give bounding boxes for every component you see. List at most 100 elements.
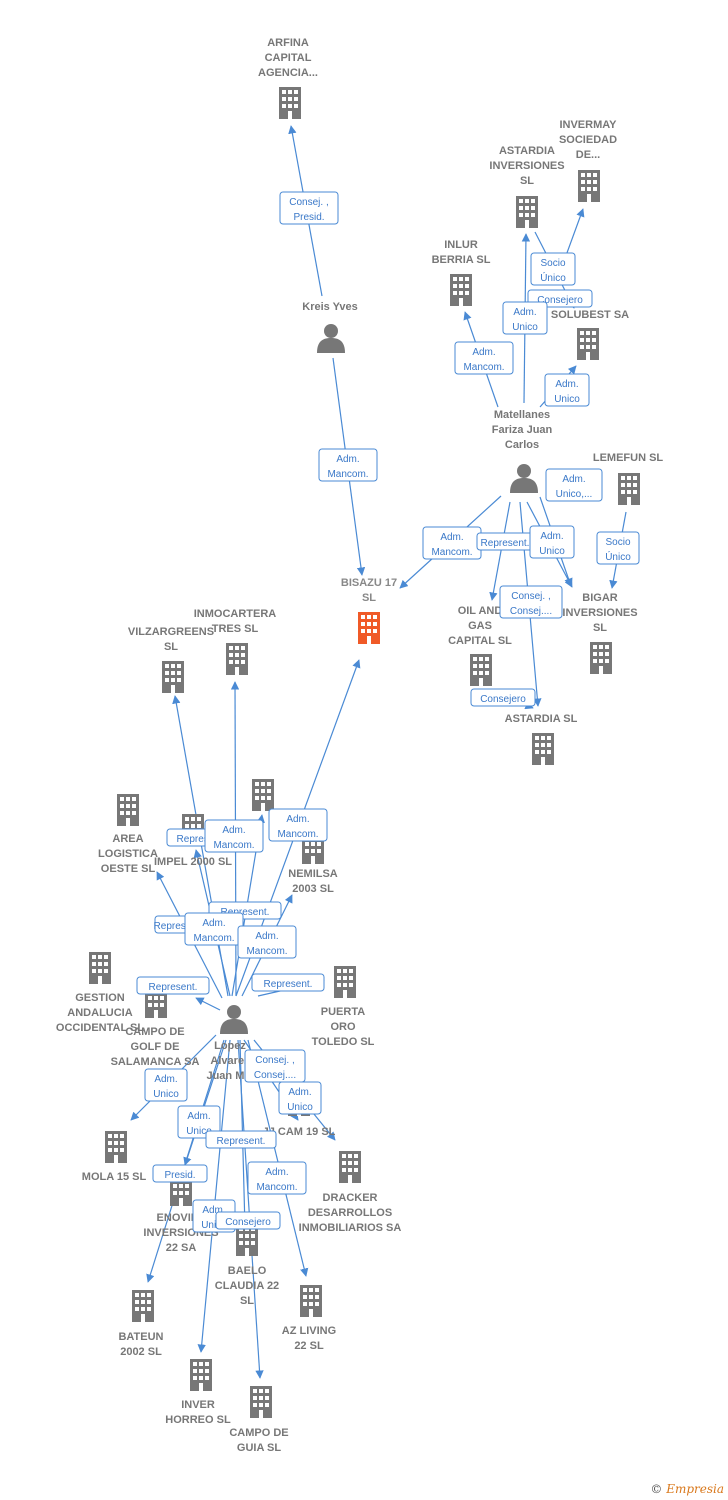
relation-label-lopez-bateun[interactable]: Presid. <box>152 1164 208 1183</box>
relation-label-matellanes-astardia_inv[interactable]: Adm.Unico <box>502 301 548 335</box>
relation-label-text: Unico <box>512 322 538 333</box>
node-label: INMOCARTERA <box>194 608 277 620</box>
relation-label-text: Mancom. <box>431 547 472 558</box>
relation-arrow-matellanes-oilgas <box>489 501 511 601</box>
node-label: GAS <box>468 620 492 632</box>
relation-label-text: Mancom. <box>463 362 504 373</box>
relation-label-lopez-enovint[interactable]: Adm.Unico <box>177 1105 221 1139</box>
relation-label-lopez-jjcam[interactable]: Adm.Unico <box>278 1081 322 1115</box>
node-mola[interactable]: MOLA 15 SL <box>82 1131 147 1183</box>
relation-label-lopez-baelo[interactable]: Represent. <box>205 1130 277 1149</box>
node-label: Lopez <box>214 1040 246 1052</box>
building-icon <box>162 661 184 693</box>
node-hidden1[interactable] <box>252 779 274 811</box>
node-label: ORO <box>330 1021 356 1033</box>
relation-label-kreis-bisazu[interactable]: Adm.Mancom. <box>318 448 378 482</box>
relation-label-lopez-hidden1[interactable]: Adm.Mancom. <box>184 912 244 946</box>
relation-label-matellanes-bisazu[interactable]: Adm.Mancom. <box>422 526 482 560</box>
node-label: IMPEL 2000 SL <box>154 856 232 868</box>
node-lemefun[interactable]: LEMEFUN SL <box>593 452 664 505</box>
relation-label-lopez-mola[interactable]: Adm.Unico <box>144 1068 188 1102</box>
node-kreis[interactable]: Kreis Yves <box>302 301 358 353</box>
relation-label-matellanes-bigar[interactable]: Adm.Unico,... <box>545 468 603 502</box>
node-label: Matellanes <box>494 409 550 421</box>
node-arfina[interactable]: ARFINACAPITALAGENCIA... <box>258 37 318 119</box>
node-label: Alvarez <box>210 1055 250 1067</box>
node-astardia_sl[interactable]: ASTARDIA SL <box>505 713 578 765</box>
node-label: AZ LIVING <box>282 1325 336 1337</box>
relation-label-lopez-azliving[interactable]: Adm.Mancom. <box>247 1161 307 1195</box>
node-label: CLAUDIA 22 <box>215 1280 279 1292</box>
node-label: SOCIEDAD <box>559 134 617 146</box>
relation-label-text: Mancom. <box>193 933 234 944</box>
relation-label-lopez-campoguia[interactable]: Consejero <box>215 1211 281 1230</box>
relation-label-matellanes-bigar[interactable]: Adm.Unico <box>529 525 575 559</box>
node-label: BERRIA SL <box>432 254 491 266</box>
node-impel[interactable]: IMPEL 2000 SL <box>154 814 232 868</box>
relation-label-lopez-puerta[interactable]: Represent. <box>251 973 325 992</box>
node-jjcam[interactable]: JJ CAM 19 SL <box>263 1084 336 1138</box>
node-label: 22 SA <box>166 1242 197 1254</box>
node-label: TOLEDO SL <box>312 1036 375 1048</box>
relation-label-matellanes-inlur[interactable]: Adm.Mancom. <box>454 341 514 375</box>
node-label: Carlos <box>505 439 539 451</box>
node-label: OESTE SL <box>101 863 156 875</box>
relation-label-matellanes-astardia_sl[interactable]: Consej. ,Consej.... <box>499 585 563 619</box>
relation-label-text: Adm. <box>222 825 245 836</box>
node-label: ANDALUCIA <box>67 1007 132 1019</box>
relation-label-text: Adm. <box>202 1205 225 1216</box>
relation-label-lopez-vilzar[interactable]: Adm.Mancom. <box>204 819 264 853</box>
relation-label-lopez-nemilsa[interactable]: Adm.Mancom. <box>237 925 297 959</box>
relation-label-matellanes-oilgas[interactable]: Represent. <box>476 532 534 551</box>
relation-label-text: Represent. <box>149 982 198 993</box>
relation-label-lopez-campogolf[interactable]: Represent. <box>136 976 210 995</box>
building-icon <box>250 1386 272 1418</box>
relation-label-text: Consej.... <box>510 606 552 617</box>
building-icon <box>516 196 538 228</box>
node-invermay[interactable]: INVERMAYSOCIEDADDE... <box>559 119 617 202</box>
node-label: DESARROLLOS <box>308 1207 392 1219</box>
building-icon <box>279 87 301 119</box>
relation-label-text: Consej. , <box>289 197 328 208</box>
relation-label-kreis-arfina[interactable]: Consej. ,Presid. <box>279 191 339 225</box>
relation-label-text: Socio <box>605 537 630 548</box>
relation-label-text: Consej.... <box>254 1070 296 1081</box>
building-icon <box>252 779 274 811</box>
relation-label-text: Represent. <box>177 834 226 845</box>
building-icon <box>590 642 612 674</box>
relation-label-text: Represent. <box>264 979 313 990</box>
relation-label-oilgas-astardia_sl[interactable]: Consejero <box>470 688 536 707</box>
building-icon <box>334 966 356 998</box>
relation-label-text: Unico <box>554 394 580 405</box>
node-label: SOLUBEST SA <box>551 309 629 321</box>
relation-label-matellanes-solubest[interactable]: Adm.Unico <box>544 373 590 407</box>
relation-label-text: Represent. <box>481 538 530 549</box>
node-solubest[interactable]: SOLUBEST SA <box>551 309 629 360</box>
relation-label-lopez-jjcam[interactable]: Consej. ,Consej.... <box>244 1049 306 1083</box>
relation-label-lopez-bisazu[interactable]: Adm.Mancom. <box>268 808 328 842</box>
